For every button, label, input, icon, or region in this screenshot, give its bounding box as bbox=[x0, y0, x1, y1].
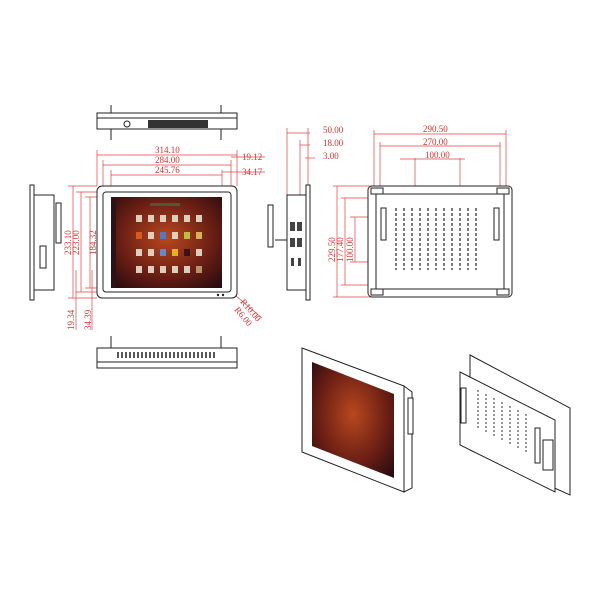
dim-height-screen: 184.32 bbox=[88, 230, 98, 255]
dim-width-bezel: 284.00 bbox=[155, 155, 180, 165]
dim-depth-bezel: 3.00 bbox=[323, 151, 339, 161]
front-view bbox=[96, 185, 238, 299]
dim-height-outer: 233.10 bbox=[63, 230, 73, 255]
dim-width-outer: 314.10 bbox=[155, 145, 180, 155]
dim-back-height-inner: 177.40 bbox=[335, 237, 345, 262]
dim-bottom-1: 19.34 bbox=[66, 309, 76, 330]
bottom-view bbox=[96, 336, 238, 369]
dim-back-width-inner: 270.00 bbox=[423, 137, 448, 147]
dim-height-bezel: 223.00 bbox=[71, 230, 81, 255]
perspective-back-view bbox=[459, 354, 571, 496]
perspective-front-view bbox=[301, 347, 414, 493]
dim-back-height-outer: 229.50 bbox=[327, 237, 337, 262]
dim-right-1: 19.12 bbox=[242, 152, 262, 162]
dim-back-vesa-width: 100.00 bbox=[425, 150, 450, 160]
left-side-view bbox=[29, 184, 62, 301]
dim-back-width-outer: 290.50 bbox=[423, 124, 448, 134]
dim-right-2: 34.17 bbox=[242, 167, 263, 177]
screen bbox=[111, 197, 222, 288]
dim-width-screen: 245.76 bbox=[155, 165, 180, 175]
back-view: 290.50 270.00 100.00 229.50 177.40 100.0… bbox=[327, 124, 513, 298]
dim-depth-total: 50.00 bbox=[323, 125, 344, 135]
top-view bbox=[96, 105, 238, 140]
side-view: 50.00 18.00 3.00 bbox=[267, 125, 344, 301]
dim-bottom-2: 34.39 bbox=[83, 309, 93, 330]
dim-back-vesa-height: 100.00 bbox=[345, 237, 355, 262]
dim-depth-mid: 18.00 bbox=[323, 138, 344, 148]
